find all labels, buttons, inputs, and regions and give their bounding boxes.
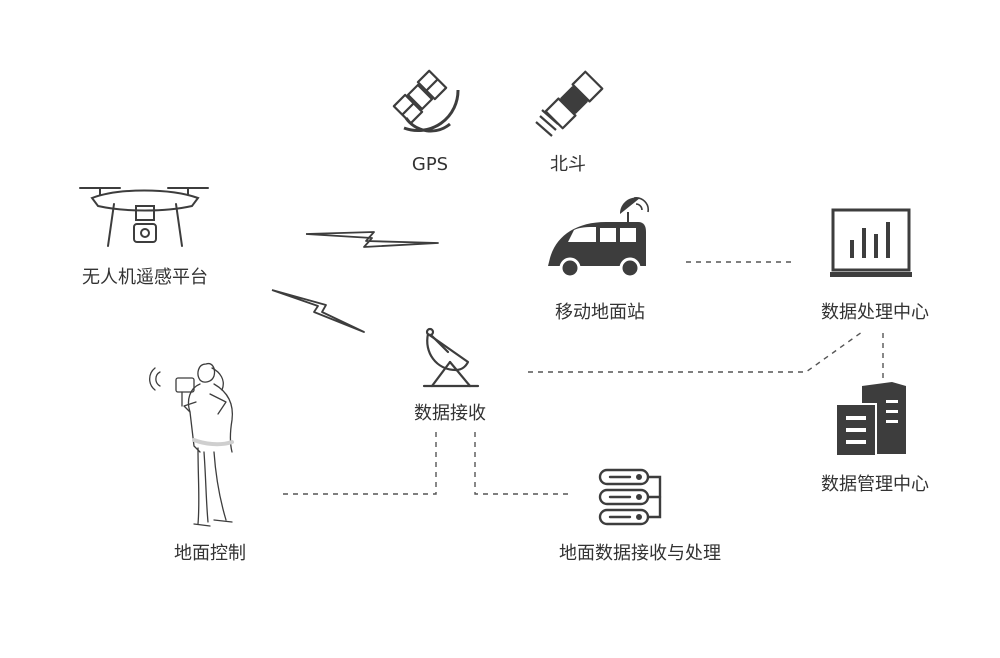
person-with-controller-icon [149, 362, 234, 527]
ground-control-label: 地面控制 [174, 543, 246, 564]
wireless-bolt-upper-icon [305, 231, 439, 248]
connector-receiving-to-processing [528, 331, 863, 373]
beidou-satellite-icon [535, 70, 604, 137]
van-with-dish-icon [548, 197, 649, 279]
data-management-center-label: 数据管理中心 [821, 474, 929, 495]
bar-chart-monitor-icon [830, 208, 912, 277]
data-receiving-label: 数据接收 [414, 403, 486, 424]
connector-receiving-to-servers [474, 432, 570, 495]
beidou-label: 北斗 [550, 154, 586, 175]
wireless-link-icons [271, 231, 439, 333]
satellite-dish-icon [422, 327, 480, 388]
uav-platform-label: 无人机遥感平台 [82, 267, 208, 288]
connector-receiving-to-ground-control [278, 432, 437, 495]
gps-label: GPS [411, 154, 449, 175]
drone-icon [79, 187, 209, 247]
data-processing-center-label: 数据处理中心 [821, 302, 929, 323]
server-stack-icon [598, 468, 662, 526]
buildings-icon [835, 382, 906, 457]
ground-data-processing-label: 地面数据接收与处理 [559, 543, 721, 564]
mobile-ground-station-label: 移动地面站 [555, 302, 645, 323]
wireless-bolt-lower-icon [271, 289, 365, 333]
connector-lines [278, 261, 884, 495]
gps-satellite-icon [392, 69, 460, 133]
